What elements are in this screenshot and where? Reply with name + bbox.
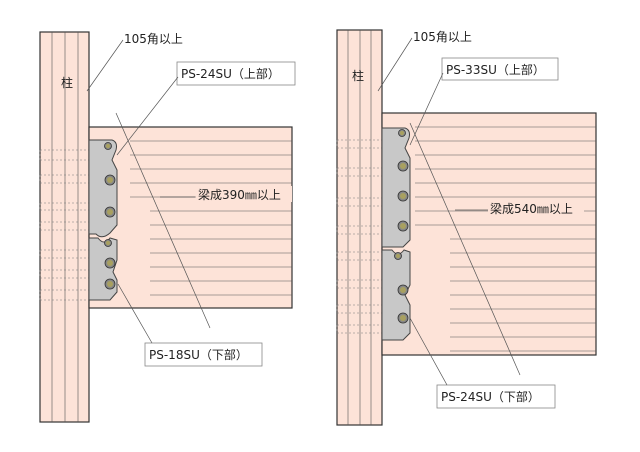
bolt-head xyxy=(400,223,406,229)
left-column xyxy=(39,31,90,423)
screw-hidden-line xyxy=(39,174,89,184)
screw-hidden-line xyxy=(39,269,89,279)
left-beam-diagonal xyxy=(115,112,211,329)
screw-hidden-line xyxy=(336,304,382,314)
bolt-head xyxy=(107,209,113,215)
right-column-label: 柱 xyxy=(352,68,364,83)
right-lower-label-box xyxy=(436,384,556,409)
screw-hidden-line xyxy=(39,249,89,259)
bolt-head xyxy=(400,315,406,321)
screw-hidden-line xyxy=(336,324,382,334)
right-upper-plate xyxy=(381,127,411,248)
left-upper-plate xyxy=(88,139,118,238)
right-beam-depth-label: 梁成540㎜以上 xyxy=(490,201,573,216)
left-lower-hardware-label: PS-18SU（下部） xyxy=(149,347,248,362)
bolt-head xyxy=(107,260,113,266)
right-beam xyxy=(381,112,597,356)
bolt-head xyxy=(400,193,406,199)
right-detail: 柱 105角以上 PS-33SU（上部） 梁成540㎜以上 PS-24SU（下部… xyxy=(336,29,597,426)
right-lower-leader xyxy=(409,317,448,386)
bolt-head xyxy=(105,240,111,246)
bolt-head xyxy=(107,177,113,183)
left-column-size-leader xyxy=(86,39,124,92)
left-lower-label-box xyxy=(144,342,263,367)
left-lower-plate xyxy=(88,237,118,301)
screw-hidden-line xyxy=(336,139,382,149)
left-upper-leader xyxy=(116,76,179,156)
right-lower-hardware-label: PS-24SU（下部） xyxy=(441,389,540,404)
screw-hidden-line xyxy=(39,289,89,301)
right-column xyxy=(336,29,383,426)
screw-hidden-line xyxy=(336,197,382,207)
left-depth-label-bg xyxy=(196,186,292,202)
bolt-head xyxy=(395,253,401,259)
right-column-size-leader xyxy=(377,37,413,92)
bolt-head xyxy=(400,163,406,169)
bolt-head xyxy=(400,287,406,293)
left-lower-leader xyxy=(117,283,153,344)
right-upper-hardware-label: PS-33SU（上部） xyxy=(446,62,545,77)
left-beam xyxy=(88,126,293,309)
left-column-size: 105角以上 xyxy=(124,32,183,46)
left-upper-label-box xyxy=(176,61,296,86)
left-upper-hardware-label: PS-24SU（上部） xyxy=(181,66,280,81)
screw-hidden-line xyxy=(336,279,382,289)
screw-hidden-line xyxy=(39,202,89,211)
screw-hidden-line xyxy=(336,167,382,177)
screw-hidden-line xyxy=(39,221,89,231)
right-beam-diagonal xyxy=(409,122,521,376)
left-detail: 柱 105角以上 PS-24SU（上部） 梁成390㎜以上 PS-18SU（下部… xyxy=(39,31,296,423)
screw-hidden-line xyxy=(336,251,382,261)
right-column-size: 105角以上 xyxy=(413,30,472,44)
right-upper-leader xyxy=(409,72,444,146)
right-depth-label-bg xyxy=(488,200,584,216)
screw-hidden-line xyxy=(336,225,382,235)
bolt-head xyxy=(399,130,405,136)
left-beam-depth-label: 梁成390㎜以上 xyxy=(198,187,281,202)
bolt-head xyxy=(105,143,111,149)
screw-hidden-line xyxy=(39,149,89,161)
bolt-head xyxy=(107,281,113,287)
left-column-label: 柱 xyxy=(61,75,73,90)
right-upper-label-box xyxy=(441,57,559,81)
